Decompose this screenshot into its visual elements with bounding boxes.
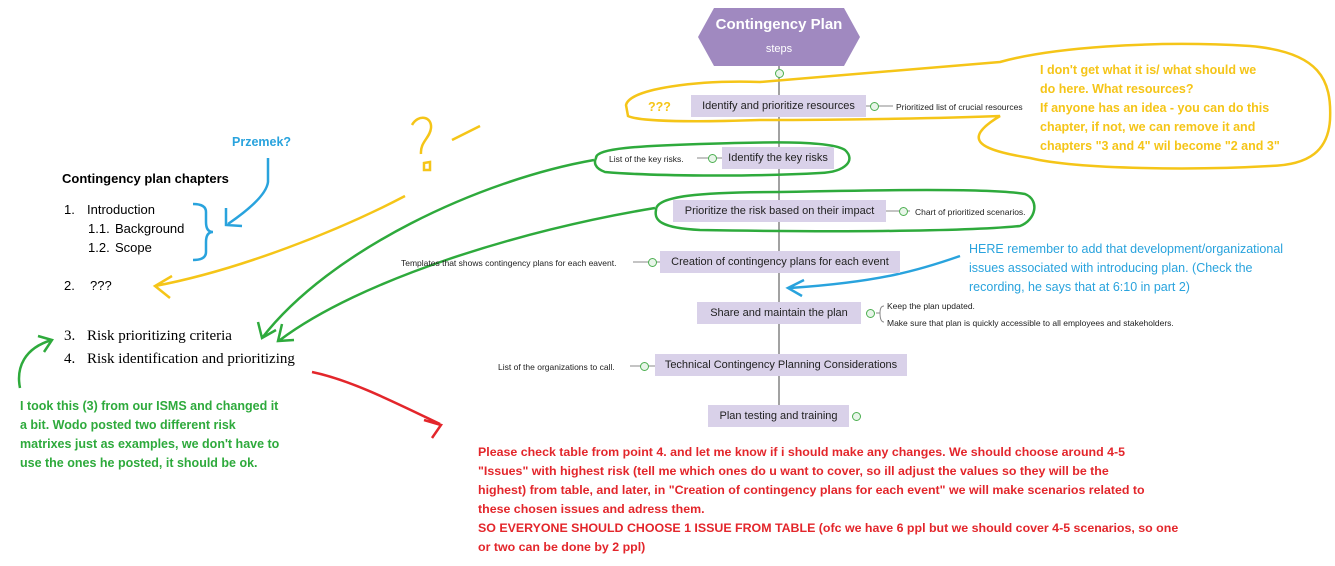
step-6-output: List of the organizations to call. <box>498 362 615 372</box>
collapse-toggle-icon[interactable] <box>870 102 879 111</box>
step-prioritize-risk[interactable]: Prioritize the risk based on their impac… <box>673 200 886 222</box>
diagram-subtitle: steps <box>765 43 793 55</box>
step-technical-considerations[interactable]: Technical Contingency Planning Considera… <box>655 354 907 376</box>
title-hexagon <box>698 8 860 66</box>
diagram-title: Contingency Plan <box>715 16 843 33</box>
chapter-3-text: Risk prioritizing criteria <box>87 328 232 344</box>
green-arrow-1 <box>256 158 595 340</box>
step-share-maintain[interactable]: Share and maintain the plan <box>697 302 861 324</box>
step-plan-testing[interactable]: Plan testing and training <box>708 405 849 427</box>
green-note-line: use the ones he posted, it should be ok. <box>20 456 258 470</box>
step-5-output-2: Make sure that plan is quickly accessibl… <box>887 318 1174 328</box>
green-note-line: matrixes just as examples, we don't have… <box>20 437 280 451</box>
blue-note: HERE remember to add that development/or… <box>969 240 1283 297</box>
red-note-line: highest) from table, and later, in "Crea… <box>478 483 1145 497</box>
chapter-4-text: Risk identification and prioritizing <box>87 351 295 367</box>
chapter-3-num: 3. <box>64 328 76 344</box>
yellow-dash <box>451 124 481 142</box>
blue-note-line: recording, he says that at 6:10 in part … <box>969 280 1190 294</box>
blue-name-note: Przemek? <box>232 135 292 149</box>
yellow-loop <box>624 42 1332 170</box>
green-loop-key-risks <box>593 141 851 177</box>
red-note-line: SO EVERYONE SHOULD CHOOSE 1 ISSUE FROM T… <box>478 521 1179 535</box>
yellow-note: I don't get what it is/ what should we d… <box>1040 61 1280 156</box>
green-note-line: a bit. Wodo posted two different risk <box>20 418 236 432</box>
chapter-2-text: ??? <box>90 278 112 293</box>
red-note-line: these chosen issues and adress them. <box>478 502 705 516</box>
yellow-note-line: If anyone has an idea - you can do this <box>1040 101 1270 115</box>
blue-note-line: issues associated with introducing plan.… <box>969 261 1253 275</box>
step-identify-key-risks[interactable]: Identify the key risks <box>722 147 834 169</box>
step-creation-plans[interactable]: Creation of contingency plans for each e… <box>660 251 900 273</box>
step-5-output-1: Keep the plan updated. <box>887 301 975 311</box>
green-note: I took this (3) from our ISMS and change… <box>20 397 279 473</box>
blue-note-line: HERE remember to add that development/or… <box>969 242 1284 256</box>
green-loop-prioritize <box>654 188 1036 233</box>
yellow-question-mark <box>410 116 433 172</box>
collapse-toggle-icon[interactable] <box>899 207 908 216</box>
yellow-note-line: chapter, if not, we can remove it and <box>1040 120 1256 134</box>
step-3-output: Chart of prioritized scenarios. <box>915 207 1026 217</box>
red-note-line: or two can be done by 2 ppl) <box>478 540 646 554</box>
chapter-1-2-text: Scope <box>115 240 152 255</box>
collapse-toggle-icon[interactable] <box>866 309 875 318</box>
yellow-note-line: do here. What resources? <box>1040 82 1194 96</box>
chapter-1-num: 1. <box>64 202 75 217</box>
step-identify-resources[interactable]: Identify and prioritize resources <box>691 95 866 117</box>
red-note-line: Please check table from point 4. and let… <box>478 445 1125 459</box>
step-2-output: List of the key risks. <box>609 154 684 164</box>
chapter-1-1-num: 1.1. <box>88 221 110 236</box>
chapter-1-1-text: Background <box>115 221 185 236</box>
red-note: Please check table from point 4. and let… <box>478 443 1178 557</box>
chapter-4-num: 4. <box>64 351 76 367</box>
green-arrow-2 <box>276 206 656 343</box>
collapse-toggle-icon[interactable] <box>640 362 649 371</box>
red-arrow <box>311 370 444 439</box>
yellow-note-line: chapters "3 and 4" wil become "2 and 3" <box>1040 139 1280 153</box>
collapse-toggle-icon[interactable] <box>648 258 657 267</box>
green-note-line: I took this (3) from our ISMS and change… <box>20 399 279 413</box>
blue-arrow-note <box>785 254 961 298</box>
step-1-output: Prioritized list of crucial resources <box>896 102 1023 112</box>
expand-toggle-icon[interactable] <box>852 412 861 421</box>
collapse-toggle-icon[interactable] <box>708 154 717 163</box>
yellow-arrow <box>152 194 406 299</box>
chapter-1-text: Introduction <box>87 202 155 217</box>
chapter-2-num: 2. <box>64 278 75 293</box>
chapter-1-2-num: 1.2. <box>88 240 110 255</box>
yellow-question-marks: ??? <box>648 100 671 114</box>
red-note-line: "Issues" with highest risk (tell me whic… <box>478 464 1109 478</box>
chapters-heading: Contingency plan chapters <box>62 171 229 186</box>
collapse-toggle-icon[interactable] <box>775 69 784 78</box>
yellow-note-line: I don't get what it is/ what should we <box>1040 63 1257 77</box>
step-4-output: Templates that shows contingency plans f… <box>401 258 617 268</box>
green-arrow-3 <box>17 334 54 389</box>
blue-arrow-przemek <box>224 158 270 228</box>
blue-brace <box>192 202 214 262</box>
